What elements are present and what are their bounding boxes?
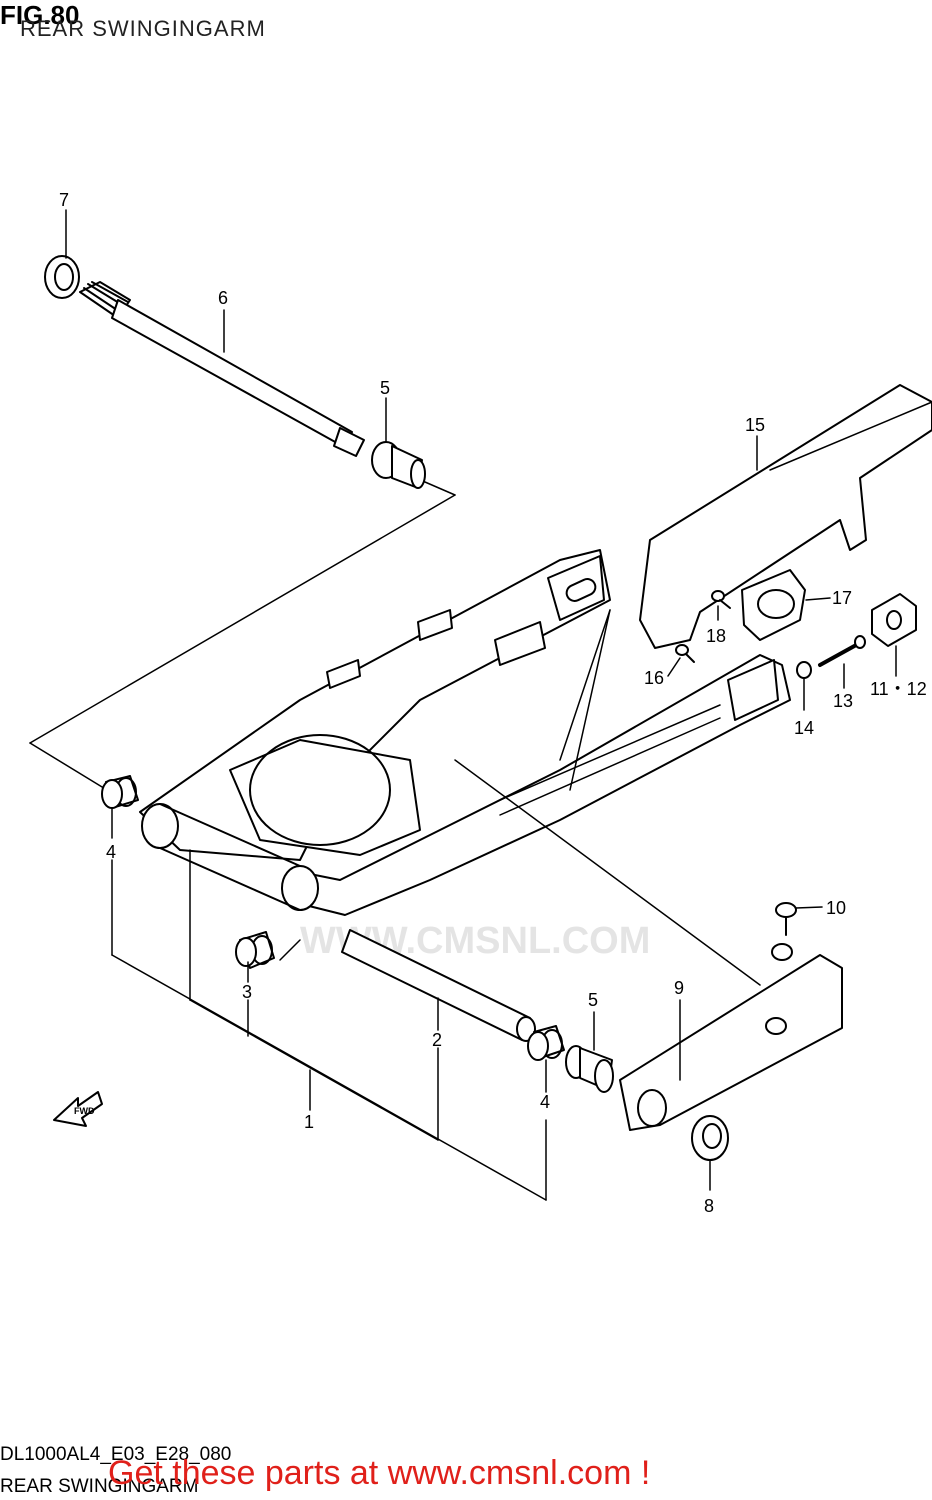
part-5-collar-bottom[interactable]: [565, 1045, 614, 1093]
parts-diagram: FWD 7 6 5 15 17 18 16 11・12 13 14 4 10 3…: [29, 190, 932, 1216]
callout-2[interactable]: 2: [432, 1030, 442, 1050]
callout-3[interactable]: 3: [242, 982, 252, 1002]
part-8-nut[interactable]: [691, 1115, 729, 1161]
fwd-label: FWD: [74, 1106, 95, 1116]
callout-13[interactable]: 13: [833, 691, 853, 711]
part-7-locknut[interactable]: [44, 255, 80, 299]
model-code: DL1000AL4_E03_E28_080: [0, 1444, 232, 1465]
part-6-pivot-shaft[interactable]: [79, 281, 365, 457]
callout-4-left[interactable]: 4: [106, 842, 116, 862]
callout-4-right[interactable]: 4: [540, 1092, 550, 1112]
promo-link[interactable]: Get these parts at www.cmsnl.com !: [108, 1454, 651, 1492]
section-name: REAR SWINGINGARM: [0, 1476, 199, 1497]
part-5-collar-top[interactable]: [371, 441, 426, 489]
callout-15[interactable]: 15: [745, 415, 765, 435]
fwd-arrow-icon: FWD: [53, 1091, 103, 1127]
callout-10[interactable]: 10: [826, 898, 846, 918]
callout-14[interactable]: 14: [794, 718, 814, 738]
callout-6[interactable]: 6: [218, 288, 228, 308]
figure-label: FIG.80: [0, 0, 80, 30]
part-11-12-adjuster[interactable]: [871, 593, 917, 647]
callout-17[interactable]: 17: [832, 588, 852, 608]
part-4-bearing-left[interactable]: [101, 775, 139, 809]
callout-7[interactable]: 7: [59, 190, 69, 210]
callout-11-12[interactable]: 11・12: [870, 679, 927, 699]
part-16-screw[interactable]: [675, 644, 695, 663]
callout-9[interactable]: 9: [674, 978, 684, 998]
callout-18[interactable]: 18: [706, 626, 726, 646]
callout-1[interactable]: 1: [304, 1112, 314, 1132]
part-3-bearing[interactable]: [235, 931, 275, 969]
part-13-adjusting-bolt[interactable]: [818, 635, 866, 667]
part-1-swingarm[interactable]: [139, 549, 791, 916]
part-10-bolt[interactable]: [775, 902, 797, 936]
part-14-washer[interactable]: [796, 661, 812, 679]
callout-8[interactable]: 8: [704, 1196, 714, 1216]
part-4-bearing-right[interactable]: [527, 1025, 565, 1061]
callout-16[interactable]: 16: [644, 668, 664, 688]
part-9-chain-guide[interactable]: [619, 943, 843, 1131]
part-15-chain-cover[interactable]: [639, 384, 932, 649]
part-2-pipe[interactable]: [341, 929, 536, 1042]
leader-lines: [65, 209, 897, 1201]
figure-title: REAR SWINGINGARM: [20, 16, 266, 41]
part-18-screw[interactable]: [711, 590, 731, 609]
callout-5-top[interactable]: 5: [380, 378, 390, 398]
callout-5-bottom[interactable]: 5: [588, 990, 598, 1010]
part-17-plate[interactable]: [741, 569, 806, 641]
